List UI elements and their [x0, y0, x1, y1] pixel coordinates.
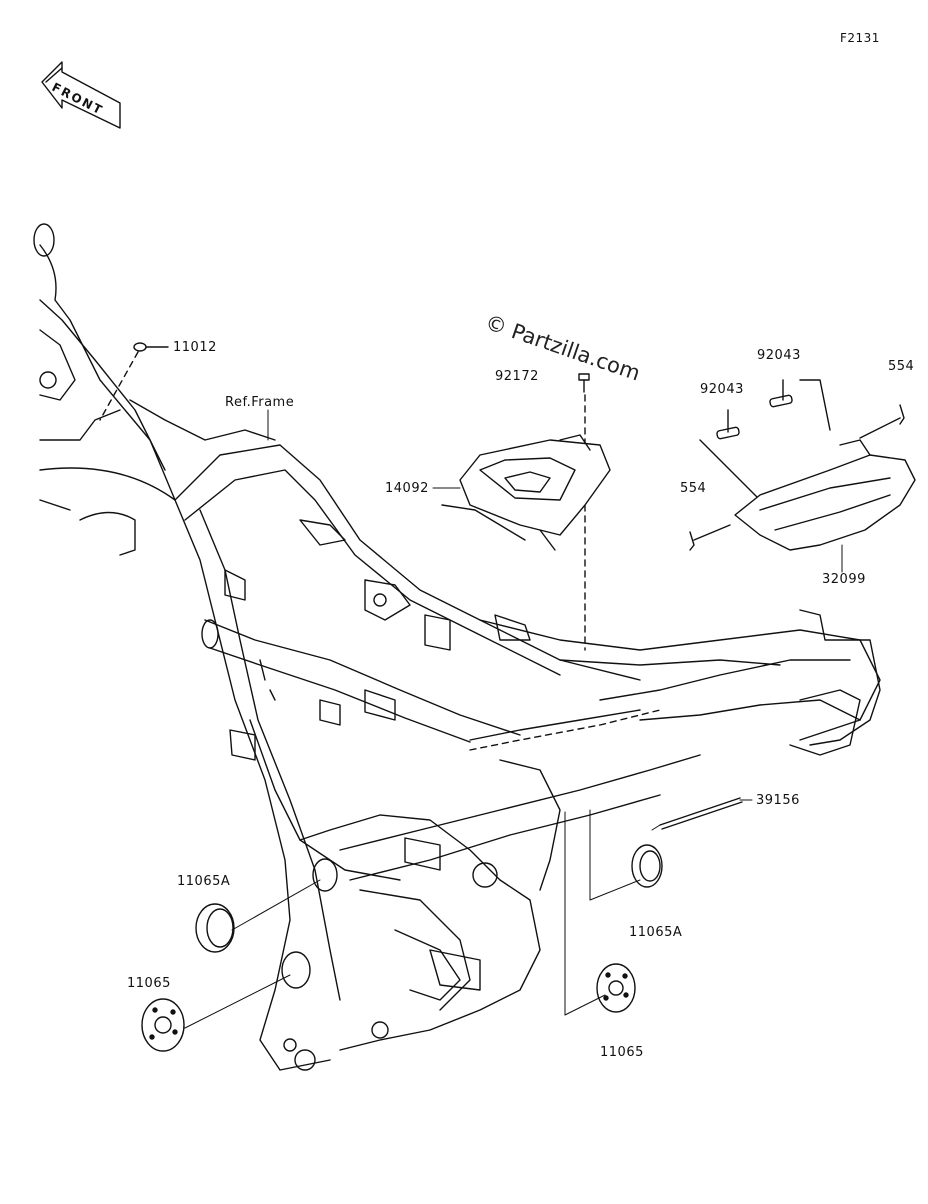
clips-554-drawing: [689, 404, 905, 551]
ref-frame-label: Ref.Frame: [225, 395, 295, 410]
diagram-code: F2131: [840, 31, 880, 45]
part-label-92172[interactable]: 92172: [495, 369, 539, 384]
grommet-11065-left-drawing: [141, 998, 185, 1052]
part-label-11065A-right[interactable]: 11065A: [629, 925, 683, 940]
pins-92043-drawing: [699, 379, 831, 501]
part-label-11065-left[interactable]: 11065: [127, 976, 171, 991]
part-label-11012[interactable]: 11012: [173, 340, 217, 355]
part-label-39156[interactable]: 39156: [756, 793, 800, 808]
part-label-11065A-left[interactable]: 11065A: [177, 874, 231, 889]
part-label-554-left[interactable]: 554: [680, 481, 707, 496]
part-label-11065-right[interactable]: 11065: [600, 1045, 644, 1060]
battery-case-14092-drawing: [441, 434, 611, 551]
front-arrow-icon: [41, 61, 121, 129]
cap-11012-drawing: [133, 342, 169, 352]
part-label-554-right[interactable]: 554: [888, 359, 915, 374]
part-label-92043-mid[interactable]: 92043: [700, 382, 744, 397]
grommet-11065A-left-drawing: [195, 903, 235, 953]
leader-lines: [184, 409, 843, 1029]
part-label-32099[interactable]: 32099: [822, 572, 866, 587]
grommet-11065-right-drawing: [596, 963, 636, 1013]
part-label-92043-top[interactable]: 92043: [757, 348, 801, 363]
main-frame-drawing: [33, 223, 881, 1071]
cover-32099-drawing: [734, 439, 916, 551]
screw-92172-drawing: [578, 373, 590, 393]
part-label-14092[interactable]: 14092: [385, 481, 429, 496]
pipe-39156-drawing: [659, 797, 743, 830]
grommet-11065A-right-drawing: [631, 844, 663, 888]
